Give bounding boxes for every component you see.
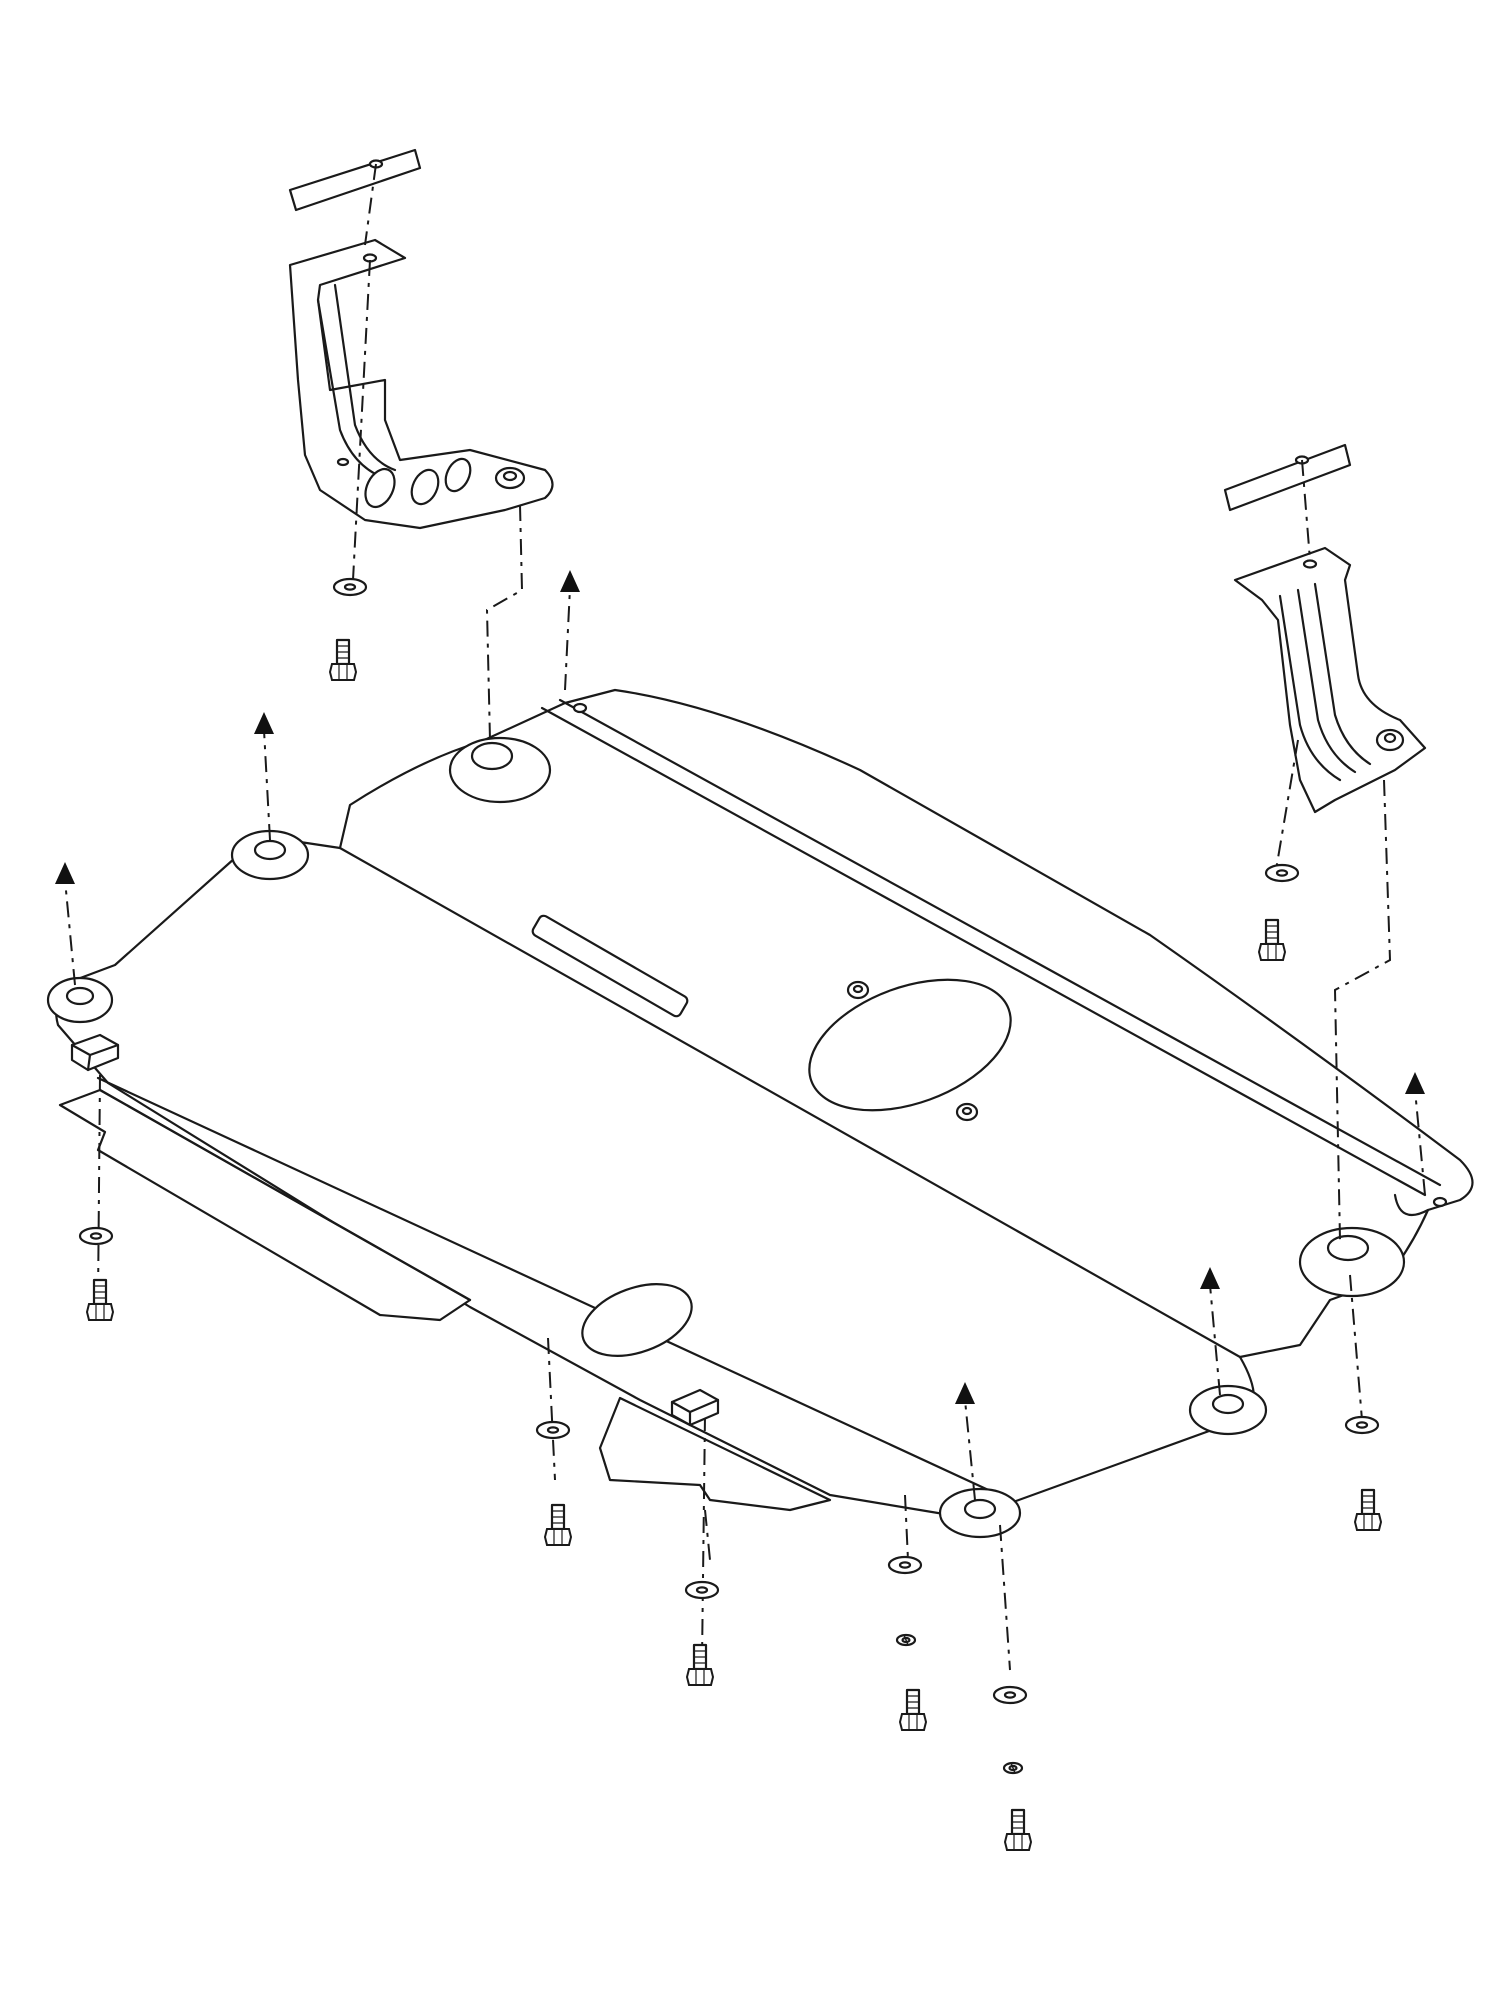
up-arrow-icon [254, 712, 274, 734]
left-bracket-slot [444, 457, 472, 493]
direction-arrows [55, 570, 1425, 1404]
bolt [85, 1278, 115, 1322]
up-arrow-icon [55, 862, 75, 884]
up-arrow-icon [1200, 1267, 1220, 1289]
left-bracket-assembly [288, 148, 554, 530]
clip-nut [670, 1388, 720, 1427]
right-spacer-plate [1223, 443, 1352, 512]
skid-plate-bend-line [338, 846, 1242, 1359]
mount-boss [1188, 1384, 1268, 1436]
right-bracket-rib [1278, 594, 1342, 782]
captive-nut [846, 980, 870, 1000]
skid-plate-service-opening [808, 978, 1012, 1112]
bolt [1257, 918, 1287, 962]
up-arrow-icon [1405, 1072, 1425, 1094]
bolt [543, 1503, 573, 1547]
right-bracket-rib [1313, 582, 1372, 766]
up-arrow-icon [955, 1382, 975, 1404]
left-spacer-plate [288, 148, 422, 212]
mount-hole [1432, 1196, 1448, 1208]
mount-boss [448, 736, 552, 804]
mount-boss [938, 1487, 1022, 1539]
washer [78, 1226, 114, 1246]
clip-nut [70, 1033, 120, 1072]
skid-plate-slot [531, 914, 689, 1018]
right-bracket-rib [1296, 588, 1357, 774]
left-bracket-slot [364, 467, 396, 509]
skid-plate [46, 688, 1474, 1539]
up-arrow-icon [560, 570, 580, 592]
washer [992, 1685, 1028, 1705]
skid-plate-front-bend [96, 1076, 1012, 1502]
captive-nut [955, 1102, 979, 1122]
right-bracket-assembly [1223, 443, 1427, 814]
mount-boss [46, 976, 114, 1024]
washer [332, 577, 368, 597]
bolt [898, 1688, 928, 1732]
lock-washer [1002, 1761, 1024, 1775]
mount-boss [1298, 1226, 1406, 1298]
bolt [685, 1643, 715, 1687]
washer [684, 1580, 720, 1600]
bolt [1003, 1808, 1033, 1852]
left-bracket-slot [410, 468, 440, 506]
washer [1344, 1415, 1380, 1435]
right-bracket-nut [1375, 728, 1405, 752]
bolt [1353, 1488, 1383, 1532]
skid-plate-rear-flange [540, 698, 1442, 1217]
front-left-flange-edge [98, 1088, 472, 1302]
washer [887, 1555, 923, 1575]
left-bracket-rib [333, 283, 397, 472]
lock-washer [895, 1633, 917, 1647]
mount-hole [572, 702, 588, 714]
left-bracket-nut [494, 466, 526, 490]
bolt [328, 638, 358, 682]
mount-boss [230, 829, 310, 881]
assembly-centerlines [64, 163, 1426, 1671]
washer [535, 1420, 571, 1440]
skid-plate-front-opening [581, 1283, 693, 1357]
washer [1264, 863, 1300, 883]
